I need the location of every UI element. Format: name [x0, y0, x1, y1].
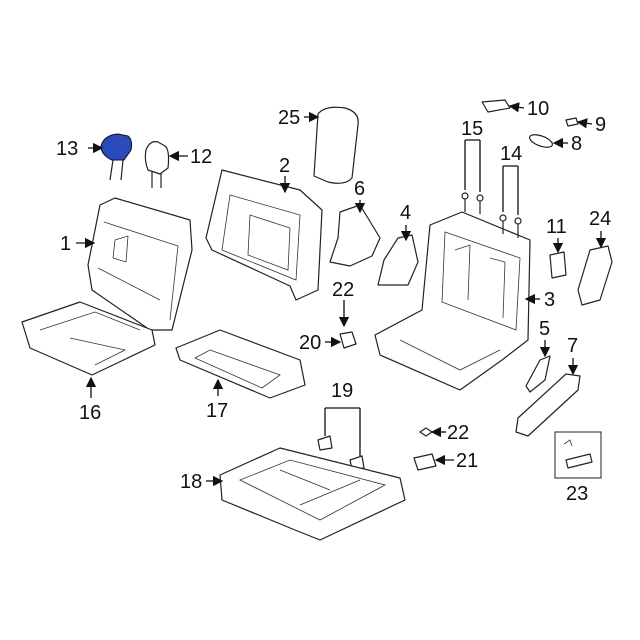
part-21[interactable] — [413, 453, 437, 471]
part-8[interactable] — [528, 132, 554, 150]
part-25[interactable] — [313, 106, 359, 184]
label-24[interactable]: 24 — [589, 208, 611, 230]
part-7[interactable] — [515, 373, 581, 437]
part-23-kit[interactable] — [554, 431, 602, 479]
part-13-headrest[interactable] — [100, 133, 133, 181]
label-11[interactable]: 11 — [546, 216, 567, 238]
label-18[interactable]: 18 — [180, 471, 202, 493]
part-20[interactable] — [339, 331, 357, 349]
part-3-seat-frame[interactable] — [374, 211, 531, 391]
label-7[interactable]: 7 — [567, 335, 578, 357]
part-19-clip-a[interactable] — [317, 435, 333, 451]
part-9[interactable] — [565, 117, 579, 127]
part-5[interactable] — [525, 355, 551, 393]
label-22-lower[interactable]: 22 — [447, 422, 469, 444]
label-14[interactable]: 14 — [500, 143, 522, 165]
label-10[interactable]: 10 — [527, 98, 549, 120]
label-6[interactable]: 6 — [354, 178, 365, 200]
part-12-headrest[interactable] — [144, 141, 170, 188]
part-1-seatback[interactable] — [87, 197, 193, 331]
part-4[interactable] — [377, 234, 419, 286]
part-17-seat-pan[interactable] — [175, 329, 306, 399]
callout-labels: 13 12 25 2 10 9 15 14 8 1 6 4 11 24 22 3… — [56, 98, 611, 505]
part-15-bolts[interactable] — [461, 192, 484, 214]
label-19[interactable]: 19 — [331, 380, 353, 402]
label-17[interactable]: 17 — [206, 400, 228, 422]
label-1[interactable]: 1 — [60, 233, 71, 255]
label-22-upper[interactable]: 22 — [332, 279, 354, 301]
label-3[interactable]: 3 — [544, 289, 555, 311]
label-25[interactable]: 25 — [278, 107, 300, 129]
part-11[interactable] — [549, 251, 567, 279]
label-4[interactable]: 4 — [400, 202, 411, 224]
callout-arrows — [76, 102, 607, 487]
label-21[interactable]: 21 — [456, 450, 478, 472]
part-18-base-frame[interactable] — [219, 447, 406, 541]
label-16[interactable]: 16 — [79, 402, 101, 424]
label-13[interactable]: 13 — [56, 138, 78, 160]
label-8[interactable]: 8 — [571, 133, 582, 155]
part-6[interactable] — [329, 204, 381, 267]
label-23[interactable]: 23 — [566, 483, 588, 505]
part-10[interactable] — [481, 99, 511, 113]
label-12[interactable]: 12 — [190, 146, 212, 168]
label-2[interactable]: 2 — [279, 155, 290, 177]
part-16-seat-cushion[interactable] — [21, 301, 156, 376]
label-20[interactable]: 20 — [299, 332, 321, 354]
label-5[interactable]: 5 — [539, 318, 550, 340]
part-24[interactable] — [577, 245, 613, 306]
label-15[interactable]: 15 — [461, 118, 483, 140]
part-14-bolts[interactable] — [499, 214, 522, 238]
part-22-lower[interactable] — [419, 427, 433, 437]
part-2-seatback[interactable] — [205, 169, 323, 301]
label-9[interactable]: 9 — [595, 114, 606, 136]
